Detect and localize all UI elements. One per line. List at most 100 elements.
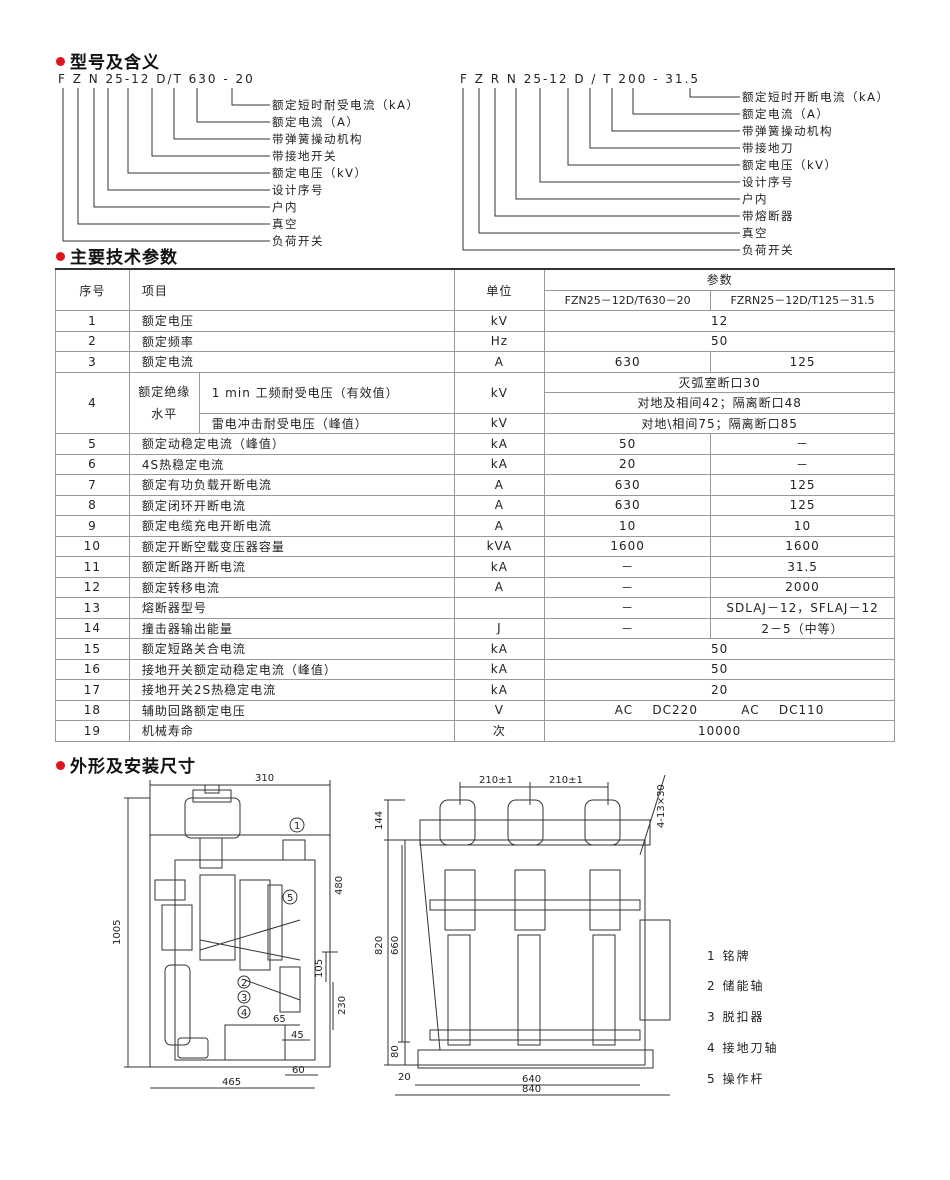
cell-item: 额定动稳定电流（峰值） [128,433,455,455]
cell-item: 额定断路开断电流 [128,556,455,578]
cell-item: 接地开关额定动稳定电流（峰值） [128,658,455,680]
cell-item: 额定电压 [128,310,455,332]
cell-item: 雷电冲击耐受电压（峰值） [198,412,455,434]
cell-no: 13 [55,597,130,619]
model-code-left: F Z N 25-12 D/T 630 - 20 [58,72,255,86]
model-left-label: 带弹簧操动机构 [272,132,363,146]
dim-144: 144 [374,811,385,830]
model-right-label: 真空 [742,226,768,240]
dim-840: 840 [522,1084,541,1095]
cell-no: 14 [55,617,130,639]
cell-no: 5 [55,433,130,455]
dim-1005: 1005 [112,920,123,945]
header-no: 序号 [55,268,130,311]
cell-unit: A [453,515,546,537]
cell-unit: A [453,494,546,516]
dim-pitch-2: 210±1 [549,775,583,786]
dim-465: 465 [222,1077,241,1088]
cell-no: 7 [55,474,130,496]
dim-230: 230 [337,996,348,1015]
cell-item: 撞击器输出能量 [128,617,455,639]
model-left-label: 户内 [272,200,298,214]
table-header-row: FZN25－12D/T630－20 FZRN25－12D/T125－31.5 [56,289,895,311]
cell-value: 2000 [710,576,895,598]
model-code-right: F Z R N 25-12 D / T 200 - 31.5 [460,72,701,86]
cell-no: 16 [55,658,130,680]
cell-value: － [544,576,712,598]
cell-unit: A [453,474,546,496]
legend-item: 2 储能轴 [707,979,765,993]
cell-unit: kA [453,433,546,455]
cell-value: － [710,433,895,455]
cell-unit: Hz [453,330,546,352]
cell-item: 额定有功负载开断电流 [128,474,455,496]
cell-value: － [710,453,895,475]
header-params: 参数 [544,268,895,291]
cell-value: 对地\相间75；隔离断口85 [544,412,895,434]
cell-no: 1 [55,310,130,332]
insulation-label-b: 水平 [151,406,178,421]
cell-item: 额定电缆充电开断电流 [128,515,455,537]
cell-item: 额定电流 [128,351,455,373]
cell-value: 630 [544,351,712,373]
legend-item: 1 铭牌 [707,949,751,963]
cell-value: 灭弧室断口30 [544,371,895,393]
cell-item: 辅助回路额定电压 [128,699,455,721]
dim-660: 660 [390,936,401,955]
cell-item: 额定闭环开断电流 [128,494,455,516]
model-code-brackets [62,88,740,251]
model-left-label: 额定短时耐受电流（kA） [272,98,420,112]
cell-unit: kVA [453,535,546,557]
table-header-row: 序号 项目 单位 参数 [55,268,895,311]
dim-820: 820 [374,936,385,955]
marker-2: 2 [241,978,247,989]
bullet-icon [56,760,65,770]
cell-unit: kV [453,310,546,332]
dim-45: 45 [291,1030,304,1041]
cell-value: 50 [544,433,712,455]
header-item: 项目 [128,268,455,311]
cell-unit: A [453,576,546,598]
header-model-1: FZN25－12D/T630－20 [544,289,712,311]
dim-640: 640 [522,1074,541,1085]
header-model-2: FZRN25－12D/T125－31.5 [710,289,895,311]
cell-value: 50 [544,330,895,352]
model-right-label: 带弹簧操动机构 [742,124,833,138]
params-title-text: 主要技术参数 [70,248,178,268]
cell-unit: J [453,617,546,639]
cell-value: 125 [710,494,895,516]
cell-value: － [544,617,712,639]
legend-item: 5 操作杆 [707,1072,765,1086]
cell-no: 12 [55,576,130,598]
cell-unit: kA [453,638,546,660]
model-right-label: 户内 [742,192,768,206]
cell-value: － [544,556,712,578]
cell-value: 2－5（中等） [710,617,895,639]
side-view-drawing [149,784,331,1068]
cell-no: 11 [55,556,130,578]
cell-value: 630 [544,474,712,496]
cell-unit: kA [453,679,546,701]
cell-value: 10 [544,515,712,537]
cell-no: 10 [55,535,130,557]
cell-value: 10000 [544,720,895,742]
marker-5: 5 [287,893,293,904]
cell-item: 额定短路关合电流 [128,638,455,660]
cell-unit: kA [453,453,546,475]
cell-value: 50 [544,638,895,660]
bullet-icon [56,56,65,66]
dim-480: 480 [334,876,345,895]
cell-insulation-level: 额定绝缘水平 [128,371,200,434]
cell-item: 额定转移电流 [128,576,455,598]
model-right-label: 负荷开关 [742,243,794,257]
legend-item: 3 脱扣器 [707,1010,765,1024]
model-left-label: 额定电压（kV） [272,166,368,180]
cell-value: 10 [710,515,895,537]
